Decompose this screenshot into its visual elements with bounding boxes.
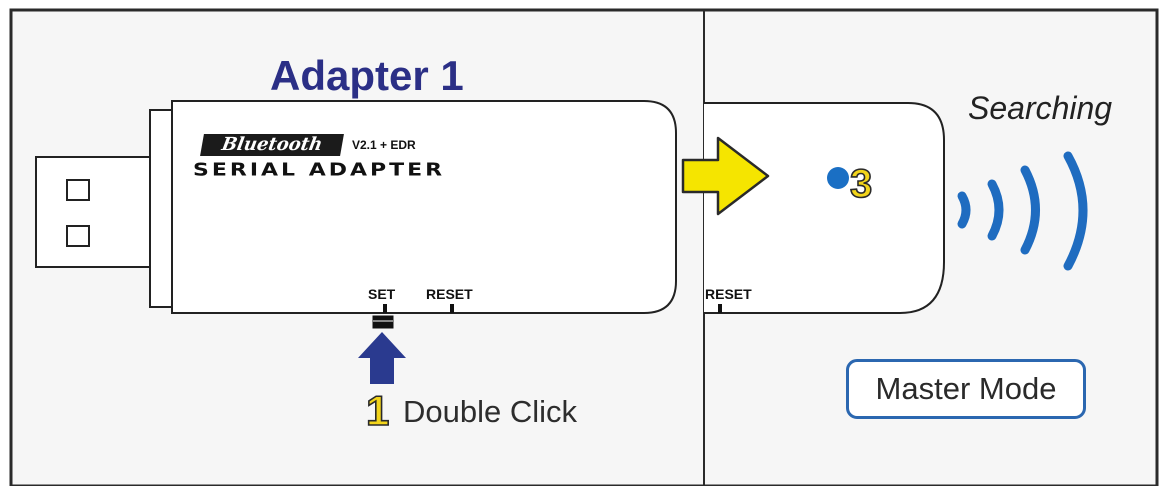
adapter-body	[171, 100, 677, 314]
step-1-number: 1	[365, 387, 390, 434]
reset-label: RESET	[426, 286, 473, 302]
blue-arrow-up-icon	[358, 332, 406, 384]
set-button-marker	[383, 304, 387, 313]
product-name: SERIAL ADAPTER	[193, 160, 446, 181]
set-label: SET	[368, 286, 396, 302]
bluetooth-logo: Bluetooth	[200, 134, 344, 156]
master-mode-label: Master Mode	[875, 371, 1057, 406]
adapter-body-right	[704, 102, 945, 314]
adapter-title: Adapter 1	[270, 52, 464, 99]
reset-button-marker-right	[718, 304, 722, 313]
signal-waves-icon	[957, 151, 1088, 271]
step-3-number: 3	[849, 162, 873, 206]
led-icon	[827, 167, 849, 189]
master-mode-badge: Master Mode	[846, 359, 1086, 419]
reset-button-marker	[450, 304, 454, 313]
step-1-text: Double Click	[403, 394, 578, 429]
bluetooth-version: V2.1 + EDR	[352, 138, 416, 152]
reset-label-right: RESET	[705, 286, 752, 302]
status-searching: Searching	[968, 90, 1113, 126]
yellow-arrow-icon	[681, 136, 770, 216]
set-button	[372, 315, 394, 329]
